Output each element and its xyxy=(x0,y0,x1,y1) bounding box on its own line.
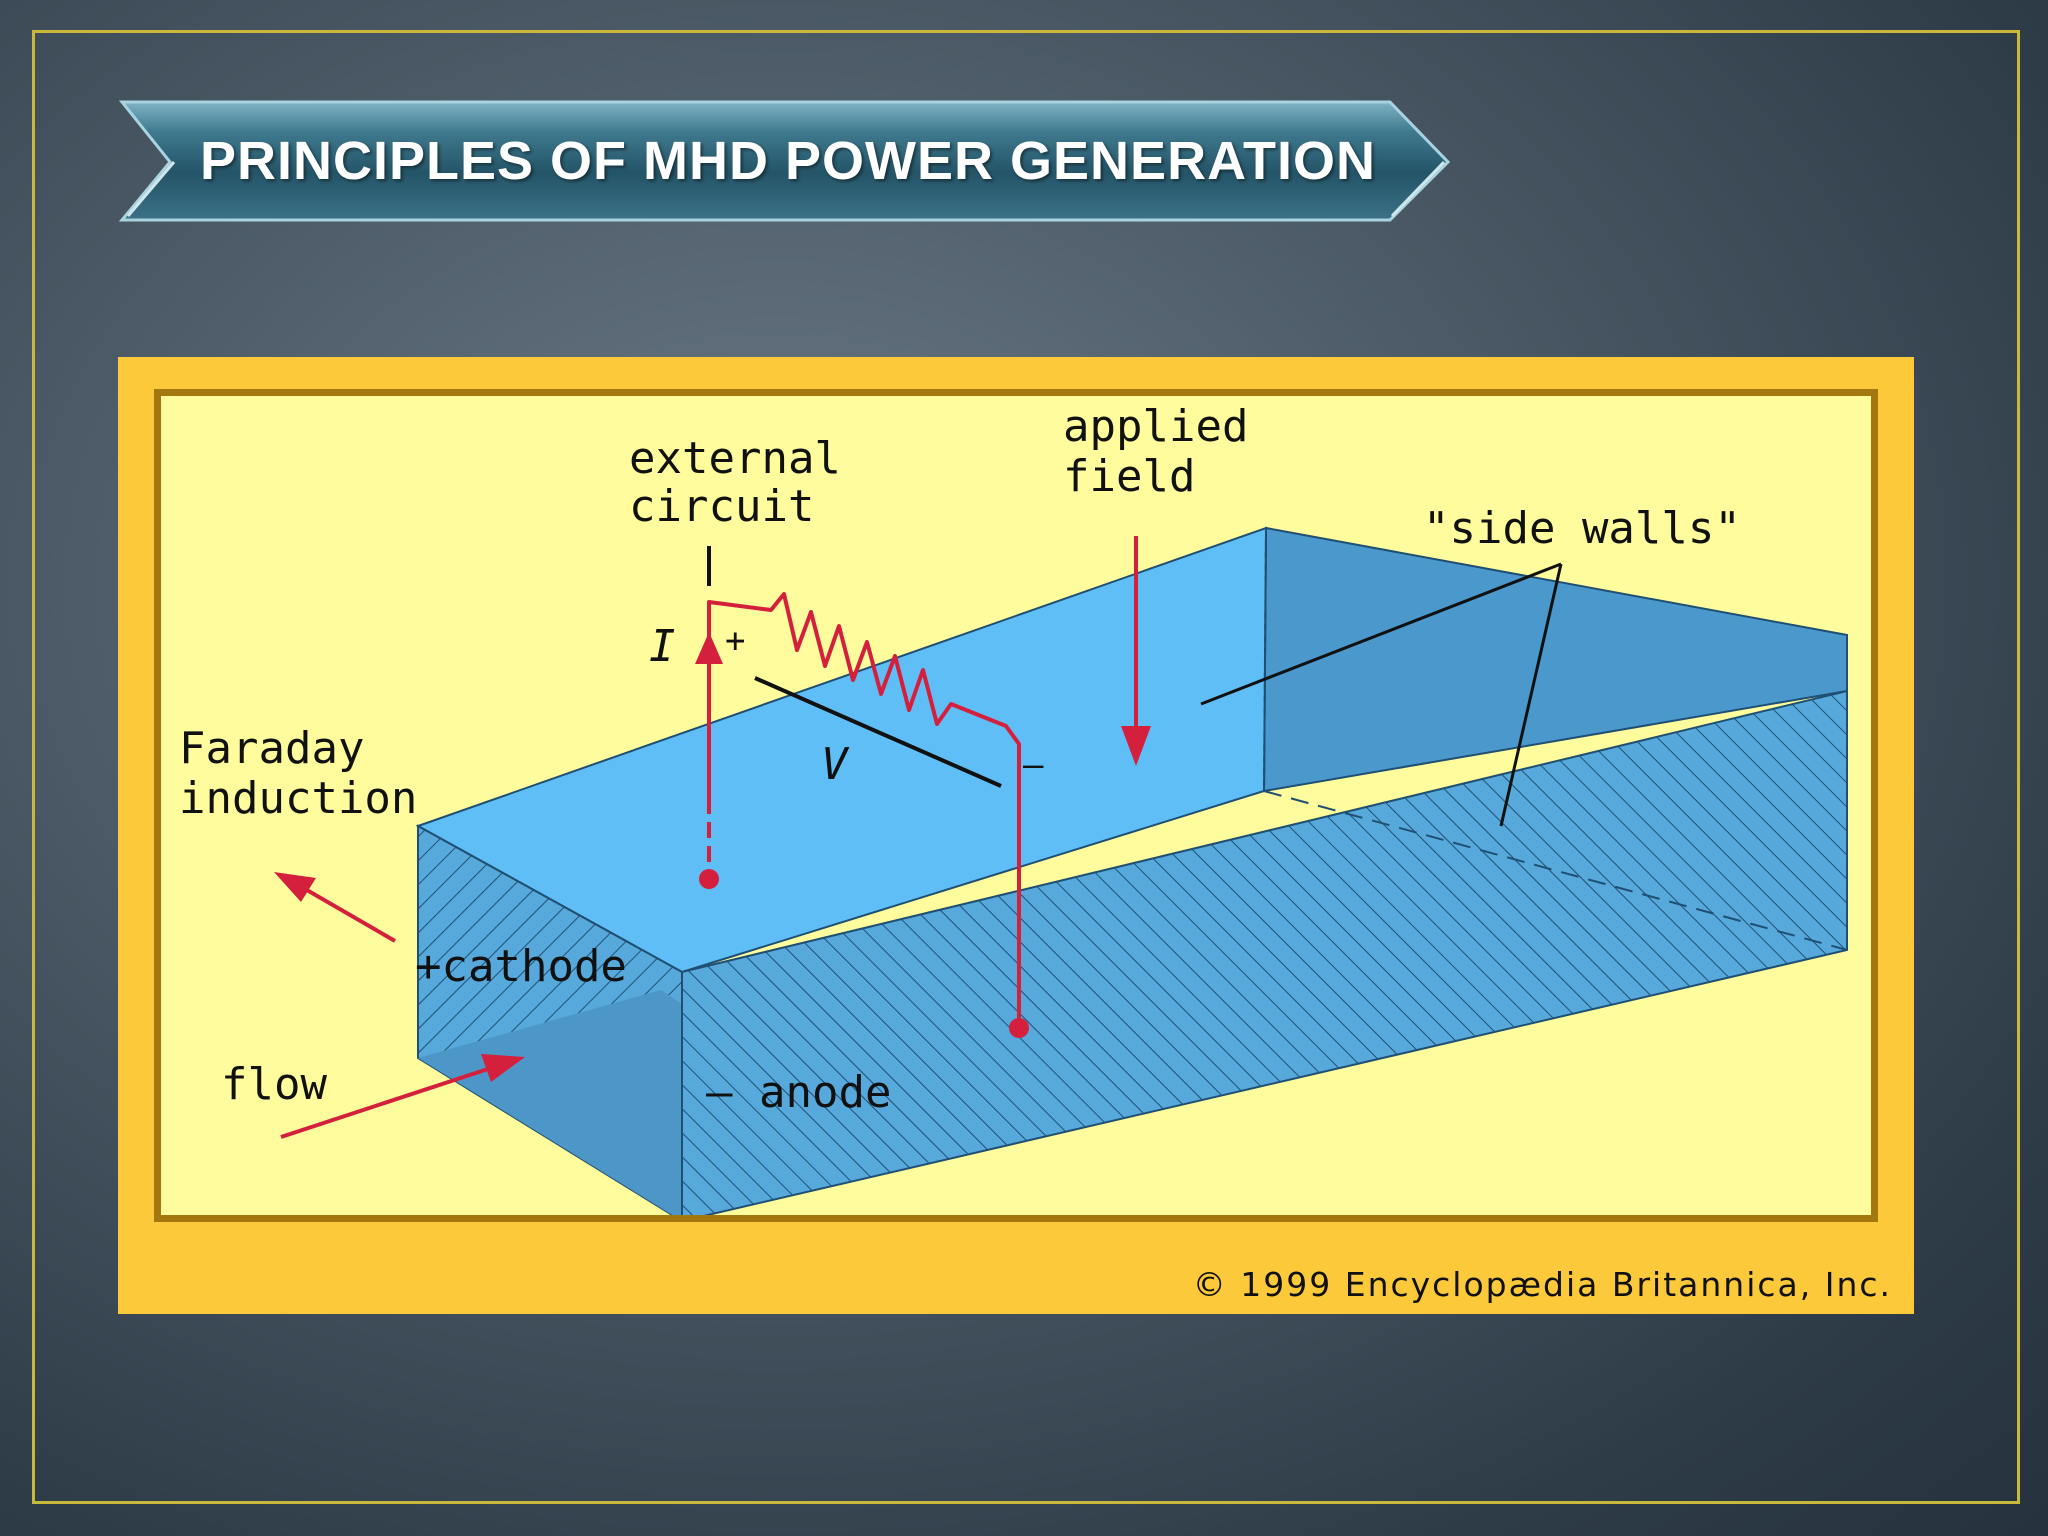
side-walls-label: "side walls" xyxy=(1423,503,1741,554)
voltage-leader xyxy=(754,676,1002,788)
mhd-diagram-svg xyxy=(274,526,1848,1215)
flow-label: flow xyxy=(221,1059,327,1110)
slide-frame xyxy=(32,30,2020,1504)
back-edge xyxy=(1263,527,1267,792)
current-arrow xyxy=(695,632,723,664)
external-circuit-wire xyxy=(707,592,1021,1026)
faraday-label-1: Faraday xyxy=(179,723,365,774)
title-banner: PRINCIPLES OF MHD POWER GENERATION xyxy=(118,98,1454,224)
side-walls-leader-2 xyxy=(1499,563,1563,827)
figure-panel: external circuit applied field "side wal… xyxy=(154,389,1878,1222)
anode-label: – anode xyxy=(706,1067,892,1118)
copyright-notice: © 1999 Encyclopædia Britannica, Inc. xyxy=(1192,1265,1892,1304)
cathode-label: +cathode xyxy=(415,941,627,992)
flow-arrow xyxy=(280,1066,492,1139)
applied-field-arrowhead xyxy=(1121,726,1151,766)
title-banner-shape xyxy=(118,100,1451,222)
external-circuit-label-1: external xyxy=(629,433,841,484)
cathode-electrode-dot xyxy=(699,869,719,889)
page-title: PRINCIPLES OF MHD POWER GENERATION xyxy=(200,131,1377,191)
flow-arrowhead xyxy=(481,1054,525,1082)
minus-label: – xyxy=(1023,745,1044,785)
external-circuit-label-2: circuit xyxy=(629,481,815,532)
mhd-figure: external circuit applied field "side wal… xyxy=(118,357,1914,1314)
applied-field-label-2: field xyxy=(1063,451,1196,502)
applied-field-label-1: applied xyxy=(1063,401,1249,452)
anode-electrode-dot xyxy=(1009,1018,1029,1038)
faraday-arrow xyxy=(291,880,397,943)
side-walls-leader-1 xyxy=(1200,562,1562,706)
voltage-label: V xyxy=(821,739,848,790)
inlet-opening xyxy=(418,990,682,1215)
faraday-arrowhead xyxy=(274,872,316,902)
hidden-edge xyxy=(1263,790,1848,951)
plus-label: + xyxy=(725,621,746,661)
faraday-label-2: induction xyxy=(179,773,418,824)
current-label: I xyxy=(649,621,676,672)
